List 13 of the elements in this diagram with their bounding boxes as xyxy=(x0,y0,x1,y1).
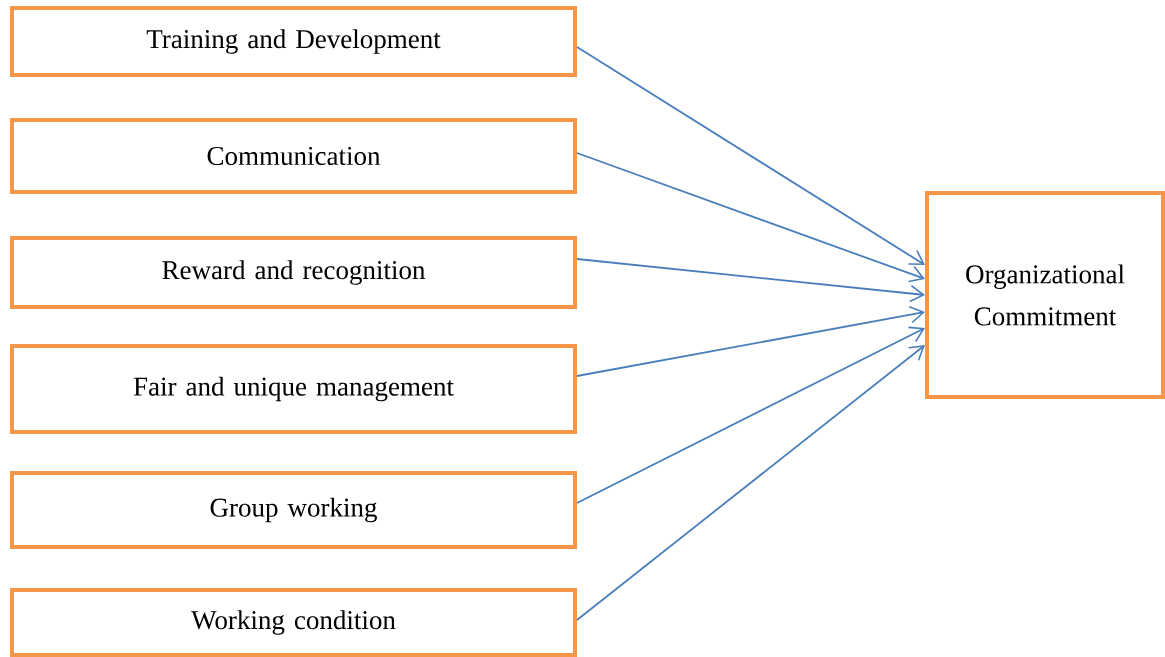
arrow xyxy=(576,152,925,283)
factor-box: Training and Development xyxy=(10,6,577,77)
arrow xyxy=(576,326,925,504)
factor-box: Working condition xyxy=(10,588,577,657)
factor-box: Fair and unique management xyxy=(10,344,577,434)
arrow xyxy=(576,46,925,265)
factor-box: Group working xyxy=(10,471,577,549)
outcome-box: Organizational Commitment xyxy=(925,191,1165,399)
arrow xyxy=(576,258,925,303)
factor-box: Reward and recognition xyxy=(10,236,577,309)
arrow xyxy=(576,345,925,621)
arrow xyxy=(576,305,925,377)
factor-box: Communication xyxy=(10,118,577,194)
